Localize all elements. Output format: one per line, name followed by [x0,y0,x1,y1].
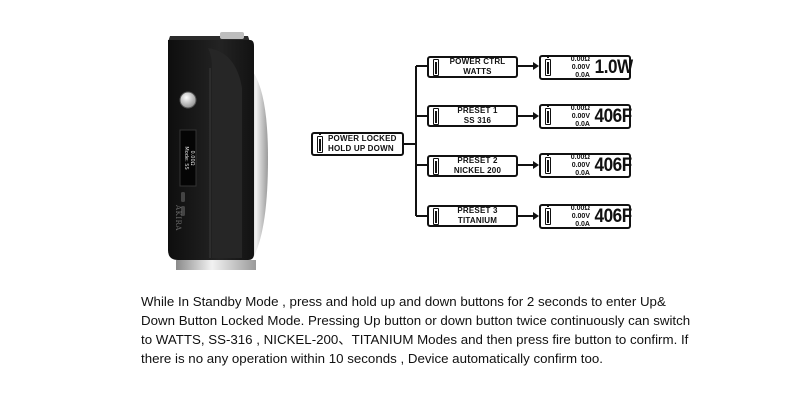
mode-box-preset-1: PRESET 1 SS 316 [427,104,518,127]
readout-values: 0.00Ω 0.00V 0.0A [554,105,590,129]
mode-label-line-2: TITANIUM [457,216,498,225]
battery-icon [433,104,439,125]
mode-label: PRESET 2 NICKEL 200 [439,156,516,176]
readout-box-preset-2: 0.00Ω 0.00V 0.0A 406F [539,153,632,178]
main-value: 1.0W [594,56,634,78]
readout-box-preset-1: 0.00Ω 0.00V 0.0A 406F [539,104,632,129]
battery-icon [545,205,551,225]
amp-value: 0.0A [575,220,590,228]
main-value: 406F [594,105,633,127]
volt-value: 0.00V [571,112,590,120]
mode-label: PRESET 1 SS 316 [439,106,516,126]
readout-values: 0.00Ω 0.00V 0.0A [554,56,590,80]
locked-mode-screen: POWER LOCKED HOLD UP DOWN [311,132,404,156]
mode-label-line-1: PRESET 1 [457,106,498,115]
device-screen-text-1: Mode: SS [183,146,189,169]
ohm-value: 0.00Ω [570,55,590,63]
mode-label-line-2: WATTS [463,67,492,76]
mode-label-line-1: PRESET 2 [457,156,498,165]
readout-values: 0.00Ω 0.00V 0.0A [554,154,590,178]
battery-icon [545,105,551,125]
mode-box-preset-2: PRESET 2 NICKEL 200 [427,154,518,177]
volt-value: 0.00V [571,161,590,169]
mode-label-line-1: POWER CTRL [449,57,506,66]
readout-box-watts: 0.00Ω 0.00V 0.0A 1.0W [539,55,633,80]
battery-icon [317,132,323,153]
mode-label: PRESET 3 TITANIUM [439,206,516,226]
locked-mode-line-1: POWER LOCKED [328,134,397,143]
amp-value: 0.0A [575,71,590,79]
mode-label-line-2: NICKEL 200 [453,166,502,175]
locked-mode-label: POWER LOCKED HOLD UP DOWN [323,134,402,154]
amp-value: 0.0A [575,169,590,177]
battery-icon [433,154,439,175]
battery-icon [433,204,439,225]
mode-label: POWER CTRL WATTS [439,57,516,77]
volt-value: 0.00V [571,63,590,71]
brand-label: AKIRA [174,204,182,231]
ohm-value: 0.00Ω [570,104,590,112]
locked-mode-line-2: HOLD UP DOWN [328,144,394,153]
battery-icon [545,56,551,76]
instruction-caption: While In Standby Mode , press and hold u… [141,294,691,366]
amp-value: 0.0A [575,120,590,128]
mode-box-watts: POWER CTRL WATTS [427,55,518,78]
volt-value: 0.00V [571,212,590,220]
ohm-value: 0.00Ω [570,204,590,212]
battery-icon [433,55,439,76]
vape-device-image: Mode: SS 0.00Ω AKIRA [168,32,268,270]
readout-values: 0.00Ω 0.00V 0.0A [554,205,590,229]
readout-box-preset-3: 0.00Ω 0.00V 0.0A 406F [539,204,632,229]
ohm-value: 0.00Ω [570,153,590,161]
main-value: 406F [594,154,633,176]
mode-label-line-1: PRESET 3 [457,206,498,215]
mode-label-line-2: SS 316 [463,116,492,125]
device-screen-text-2: 0.00Ω [189,151,195,166]
main-value: 406F [594,205,633,227]
battery-icon [545,154,551,174]
mode-box-preset-3: PRESET 3 TITANIUM [427,204,518,227]
